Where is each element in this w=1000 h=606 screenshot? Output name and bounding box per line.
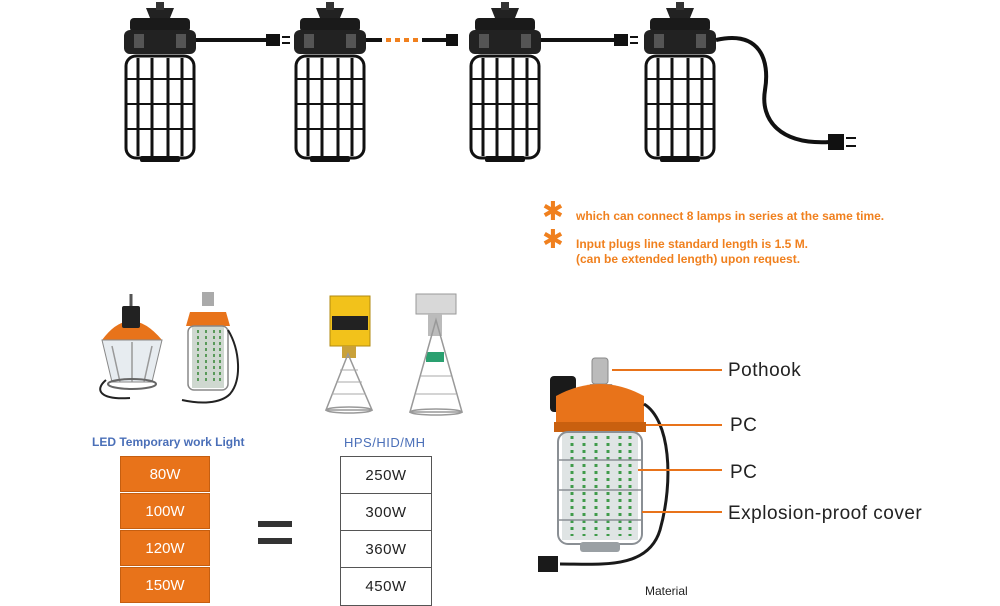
hps-table-title: HPS/HID/MH [344, 435, 426, 450]
material-label-explosion-proof: Explosion-proof cover [728, 503, 923, 524]
equals-sign [258, 521, 292, 555]
series-cable [196, 34, 856, 150]
hps-watt-cell: 450W [365, 578, 407, 595]
led-watt-cell: 80W [120, 456, 210, 492]
series-lamp-2 [292, 0, 368, 164]
hps-watt-cell: 300W [341, 494, 431, 531]
note-series-text: which can connect 8 lamps in series at t… [576, 209, 885, 223]
hps-yellow-lamp-image [324, 295, 374, 414]
led-table-title: LED Temporary work Light [92, 435, 245, 449]
series-lamp-4 [642, 0, 718, 164]
series-lamp-3 [467, 0, 543, 164]
note-plug-length-line-1: Input plugs line standard length is 1.5 … [576, 237, 809, 251]
hps-watt-cell: 360W [341, 531, 431, 568]
material-label-pc-top: PC [730, 415, 758, 436]
series-connection-diagram [122, 0, 856, 164]
hps-gray-lamp-image [409, 293, 463, 416]
hps-watt-table: 250W 300W 360W 450W [340, 456, 432, 606]
led-bell-lamp-image [99, 294, 163, 400]
material-label-pc-body: PC [730, 462, 758, 483]
note-plug-length-line-2: (can be extended length) upon request. [576, 252, 801, 266]
asterisk-icon: ✱ [542, 224, 564, 254]
hps-lamp-photos [324, 293, 463, 416]
material-lamp-image [538, 357, 722, 572]
led-cage-lamp-image [181, 292, 240, 404]
led-watt-cell: 150W [120, 567, 210, 603]
hps-watt-cell: 250W [341, 457, 431, 494]
asterisk-icon: ✱ [542, 196, 564, 226]
led-watt-table: 80W 100W 120W 150W [120, 456, 210, 604]
material-caption: Material [645, 584, 688, 598]
led-lamp-photos [99, 292, 240, 404]
series-lamp-1 [122, 0, 198, 164]
material-label-pothook: Pothook [728, 360, 802, 381]
led-watt-cell: 120W [120, 530, 210, 566]
led-watt-cell: 100W [120, 493, 210, 529]
